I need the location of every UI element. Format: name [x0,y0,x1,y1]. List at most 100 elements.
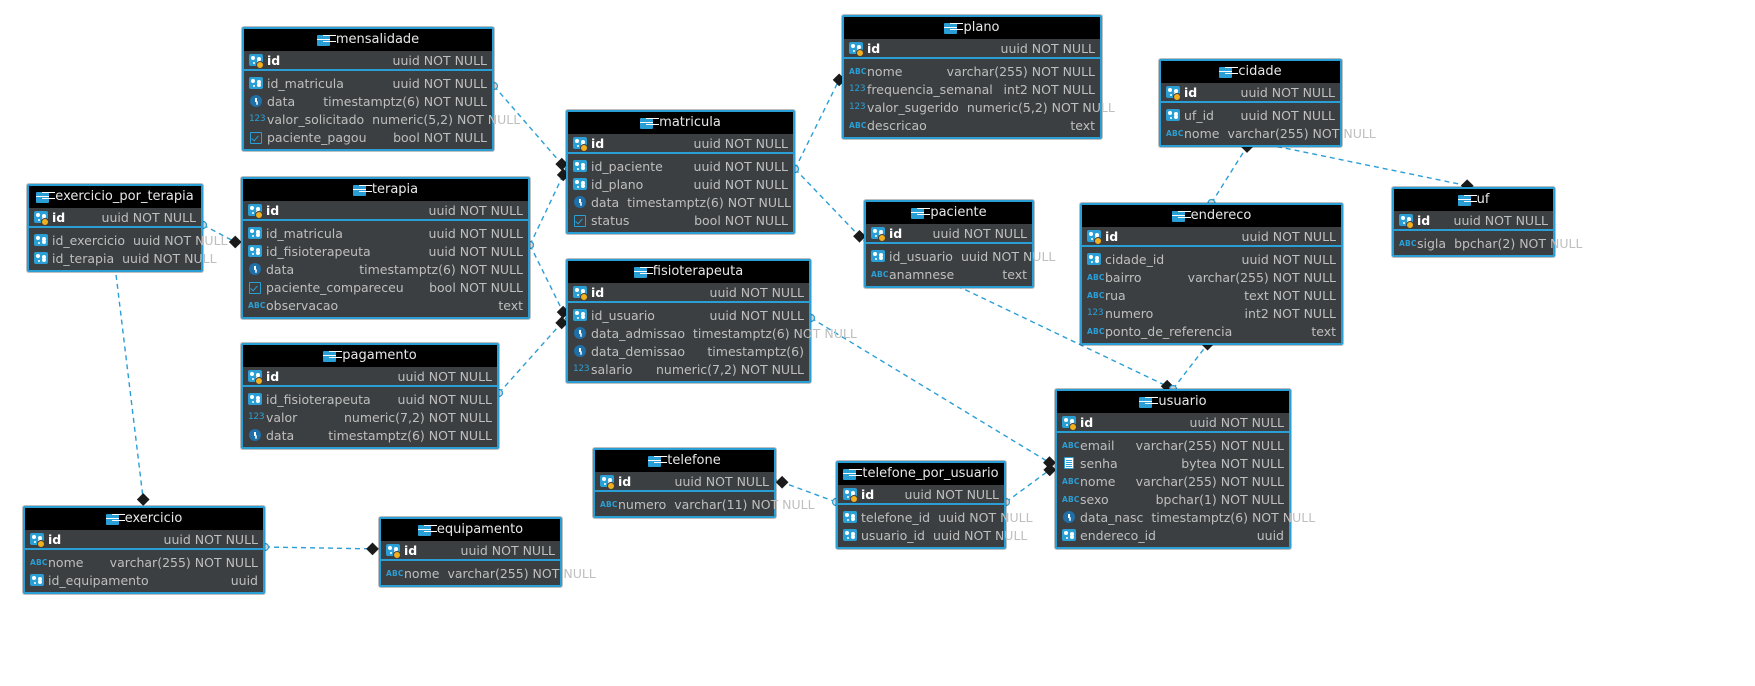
column-name: id [1105,228,1119,244]
table-title[interactable]: paciente [866,202,1032,224]
column-row[interactable]: id uuid NOT NULL [1082,227,1341,245]
column-type: uuid NOT NULL [1241,228,1336,244]
table-title[interactable]: pagamento [243,345,497,367]
table-title[interactable]: exercicio [25,508,263,530]
table-title[interactable]: endereco [1082,205,1341,227]
table-title[interactable]: telefone [595,450,774,472]
table-title[interactable]: cidade [1161,61,1340,83]
table-title[interactable]: fisioterapeuta [568,261,809,283]
table-title[interactable]: usuario [1057,391,1289,413]
table-title[interactable]: uf [1394,189,1553,211]
table-title[interactable]: telefone_por_usuario [838,463,1004,485]
table-title[interactable]: equipamento [381,519,560,541]
table-title[interactable]: exercicio_por_terapia [29,186,201,208]
table-title[interactable]: matricula [568,112,793,134]
table-title[interactable]: plano [844,17,1100,39]
table-title[interactable]: terapia [243,179,528,201]
table-title[interactable]: mensalidade [244,29,492,51]
